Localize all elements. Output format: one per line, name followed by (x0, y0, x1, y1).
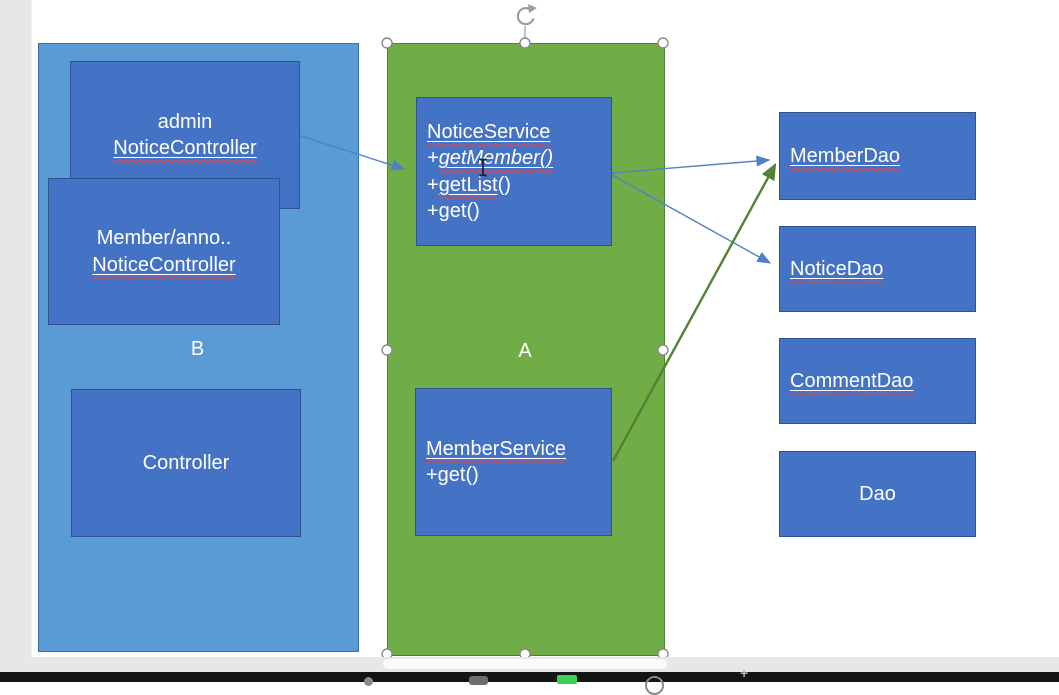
controller-label: Controller (142, 451, 230, 474)
admin-noticecontroller-line: NoticeController (113, 137, 257, 159)
notice-service-method-get: +get() (427, 200, 480, 222)
comment-dao-box[interactable]: CommentDao (779, 338, 976, 424)
member-anno-noticecontroller-box[interactable]: Member/anno.. NoticeController (48, 178, 280, 325)
taskbar-app-icon[interactable] (469, 676, 488, 685)
notice-service-method-getmember: +getMember() (427, 147, 554, 169)
member-dao-label: MemberDao (790, 144, 901, 167)
notice-service-method-getlist: +getList() (427, 173, 511, 196)
notice-dao-box[interactable]: NoticeDao (779, 226, 976, 312)
member-noticecontroller-line: NoticeController (92, 253, 236, 276)
package-a-label: A (518, 340, 532, 362)
taskbar-green-app-icon[interactable] (557, 675, 577, 684)
notice-dao-label: NoticeDao (790, 257, 884, 280)
taskbar-plus-icon[interactable]: + (740, 665, 749, 681)
horizontal-scrollbar-thumb[interactable] (383, 659, 667, 669)
taskbar-circle-icon[interactable] (645, 676, 664, 695)
admin-line: admin (157, 110, 213, 133)
member-service-box[interactable]: MemberService +get() (415, 388, 612, 536)
member-service-title: MemberService (426, 437, 567, 460)
package-b-label: B (190, 338, 205, 360)
controller-box[interactable]: Controller (71, 389, 301, 537)
member-dao-box[interactable]: MemberDao (779, 112, 976, 200)
taskbar (0, 672, 1059, 682)
member-service-method-get: +get() (426, 464, 479, 486)
notice-service-box[interactable]: NoticeService +getMember() +getList() +g… (416, 97, 612, 246)
notice-service-title: NoticeService (427, 120, 551, 143)
dao-box[interactable]: Dao (779, 451, 976, 537)
member-anno-line: Member/anno.. (96, 227, 232, 249)
editor-left-margin (0, 0, 32, 682)
dao-label: Dao (859, 482, 896, 505)
comment-dao-label: CommentDao (790, 369, 914, 392)
